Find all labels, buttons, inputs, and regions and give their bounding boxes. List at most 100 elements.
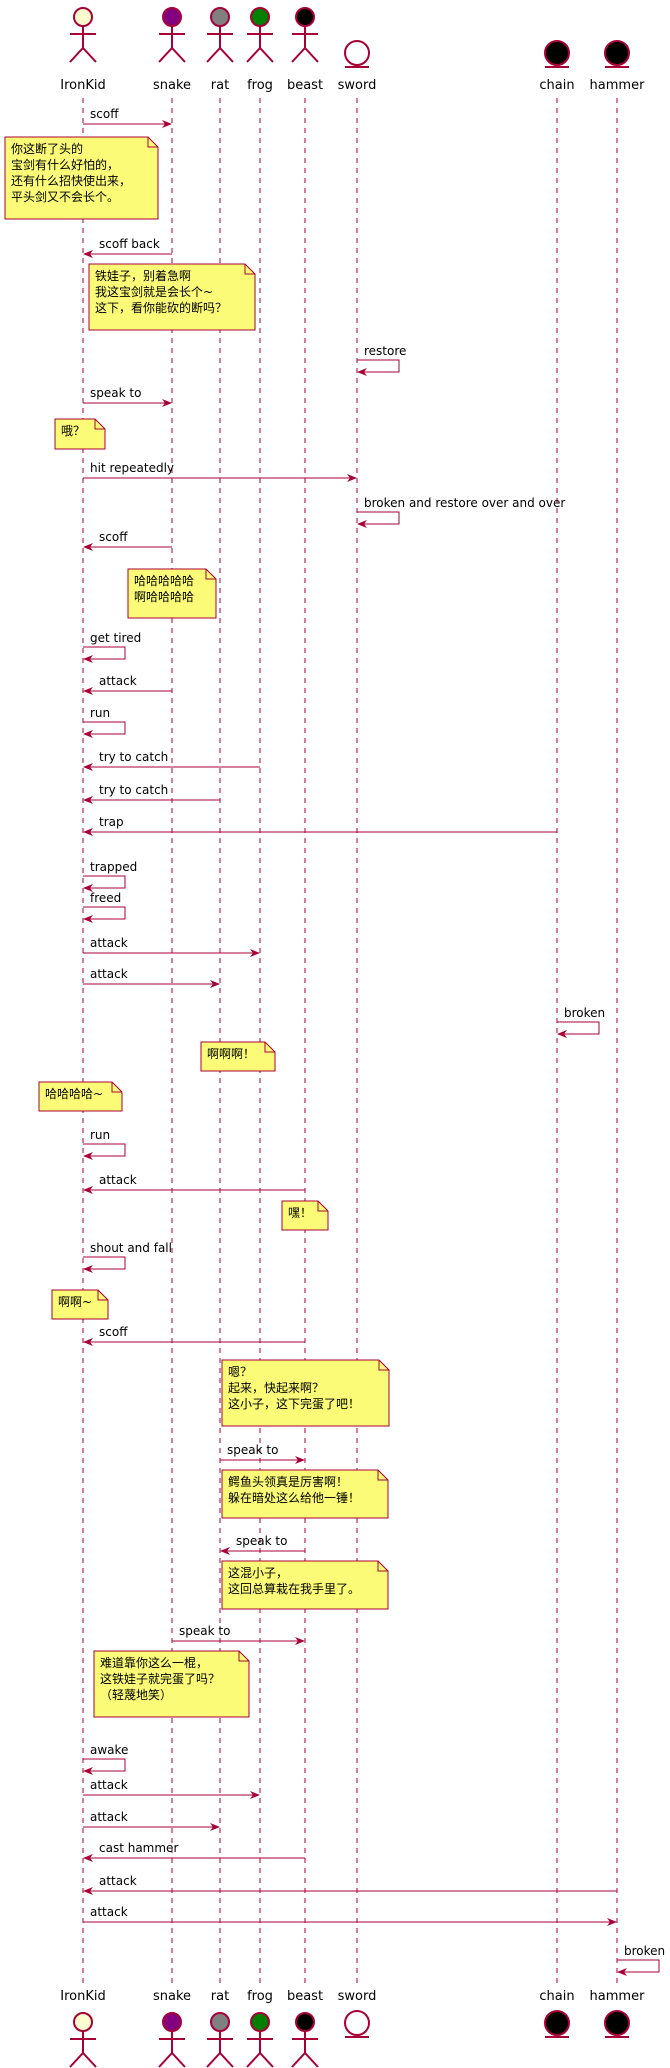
message-label: scoff xyxy=(99,1325,128,1339)
note-fold-icon xyxy=(378,1360,389,1371)
note-fold-icon xyxy=(147,137,158,148)
message-label: attack xyxy=(90,1778,128,1792)
note-text-line: 嗯？ xyxy=(228,1365,252,1379)
top-rat-actor-legs-icon xyxy=(206,46,234,63)
message-label: speak to xyxy=(236,1534,287,1548)
bottom-chain-entity-icon xyxy=(544,2010,570,2036)
message-label: broken xyxy=(624,1944,665,1958)
participant-label-top-chain: chain xyxy=(539,78,574,93)
message-label: speak to xyxy=(90,386,141,400)
participant-label-top-frog: frog xyxy=(247,78,273,93)
note-text-line: 铁娃子，别着急啊 xyxy=(95,268,191,283)
note-box xyxy=(38,1081,123,1112)
message-label: attack xyxy=(90,967,128,981)
participant-label-top-hammer: hammer xyxy=(590,78,646,93)
participant-label-bottom-sword: sword xyxy=(338,1989,377,2004)
message-self-arrow xyxy=(83,1143,126,1160)
participant-label-bottom-snake: snake xyxy=(153,1989,191,2004)
note-text-line: （轻蔑地笑） xyxy=(100,1687,172,1702)
bottom-rat-actor-head-icon xyxy=(210,2012,230,2032)
note-box xyxy=(200,1041,276,1072)
note-text-line: 啊啊~ xyxy=(58,1295,92,1309)
message-self-arrow xyxy=(83,1758,126,1775)
message-label: trap xyxy=(99,815,124,829)
message-label: cast hammer xyxy=(99,1841,178,1855)
note-box xyxy=(221,1560,389,1610)
message-label: scoff xyxy=(99,530,128,544)
participant-label-bottom-beast: beast xyxy=(287,1989,323,2004)
note-text-line: 哦？ xyxy=(61,424,85,438)
note-text-line: 你这断了头的 xyxy=(11,141,83,156)
note-fold-icon xyxy=(244,264,255,275)
message-self-arrow xyxy=(83,646,126,663)
participant-label-top-beast: beast xyxy=(287,78,323,93)
note-text-line: 哈哈哈哈~ xyxy=(45,1087,103,1101)
note-fold-icon xyxy=(377,1470,388,1481)
bottom-beast-actor-head-icon xyxy=(295,2012,315,2032)
note-text-line: 还有什么招快使出来， xyxy=(11,173,131,188)
message-label: get tired xyxy=(90,631,141,645)
top-frog-actor-head-icon xyxy=(250,7,270,27)
message-label: try to catch xyxy=(99,783,168,797)
bottom-ironkid-actor-legs-icon xyxy=(69,2051,97,2068)
participant-label-top-snake: snake xyxy=(153,78,191,93)
bottom-rat-actor-legs-icon xyxy=(206,2051,234,2068)
message-self-arrow xyxy=(557,1021,600,1038)
participant-label-bottom-hammer: hammer xyxy=(590,1989,646,2004)
message-label: attack xyxy=(90,936,128,950)
message-self-arrow xyxy=(83,1256,126,1273)
participant-label-top-ironkid: IronKid xyxy=(60,78,105,93)
note-box xyxy=(93,1650,250,1718)
message-label: broken and restore over and over xyxy=(364,496,565,510)
top-frog-actor-legs-icon xyxy=(246,46,274,63)
top-hammer-entity-icon xyxy=(604,40,630,66)
bottom-snake-actor-head-icon xyxy=(162,2012,182,2032)
note-text-line: 啊哈哈哈哈 xyxy=(134,590,194,604)
message-label: speak to xyxy=(227,1443,278,1457)
note-fold-icon xyxy=(264,1042,275,1053)
bottom-ironkid-actor-head-icon xyxy=(73,2012,93,2032)
participant-label-bottom-chain: chain xyxy=(539,1989,574,2004)
note-box xyxy=(54,418,106,450)
message-label: scoff xyxy=(90,107,119,121)
note-text-line: 嘿！ xyxy=(288,1206,312,1220)
message-label: scoff back xyxy=(99,237,160,251)
note-fold-icon xyxy=(94,419,105,430)
note-fold-icon xyxy=(111,1082,122,1093)
top-ironkid-actor-head-icon xyxy=(73,7,93,27)
note-text-line: 这铁娃子就完蛋了吗？ xyxy=(100,1671,220,1686)
participant-label-bottom-ironkid: IronKid xyxy=(60,1989,105,2004)
note-text-line: 这混小子， xyxy=(228,1565,288,1580)
note-text-line: 这下，看你能砍的断吗？ xyxy=(95,300,227,315)
top-snake-actor-head-icon xyxy=(162,7,182,27)
message-label: attack xyxy=(99,1173,137,1187)
message-label: run xyxy=(90,706,110,720)
message-self-arrow xyxy=(357,511,400,528)
note-text-line: 躲在暗处这么给他一锤！ xyxy=(228,1490,360,1505)
note-fold-icon xyxy=(97,1290,108,1301)
message-label: hit repeatedly xyxy=(90,461,174,475)
note-text-line: 这小子，这下完蛋了吧！ xyxy=(228,1396,360,1411)
message-label: attack xyxy=(99,674,137,688)
participant-label-bottom-frog: frog xyxy=(247,1989,273,2004)
message-label: broken xyxy=(564,1006,605,1020)
note-text-line: 啊啊啊！ xyxy=(207,1047,255,1061)
message-label: restore xyxy=(364,344,406,358)
message-label: freed xyxy=(90,891,121,905)
message-label: trapped xyxy=(90,860,137,874)
note-text-line: 我这宝剑就是会长个~ xyxy=(95,284,213,299)
message-self-arrow xyxy=(357,359,400,376)
top-sword-entity-icon xyxy=(344,40,370,66)
note-text-line: 哈哈哈哈哈 xyxy=(134,574,194,588)
note-text-line: 宝剑有什么好怕的， xyxy=(11,157,119,172)
note-fold-icon xyxy=(238,1651,249,1662)
note-fold-icon xyxy=(205,569,216,580)
bottom-beast-actor-legs-icon xyxy=(291,2051,319,2068)
top-beast-actor-head-icon xyxy=(295,7,315,27)
message-self-arrow xyxy=(83,906,126,923)
note-box xyxy=(88,263,256,331)
message-label: shout and fall xyxy=(90,1241,172,1255)
top-snake-actor-legs-icon xyxy=(158,46,186,63)
bottom-frog-actor-head-icon xyxy=(250,2012,270,2032)
